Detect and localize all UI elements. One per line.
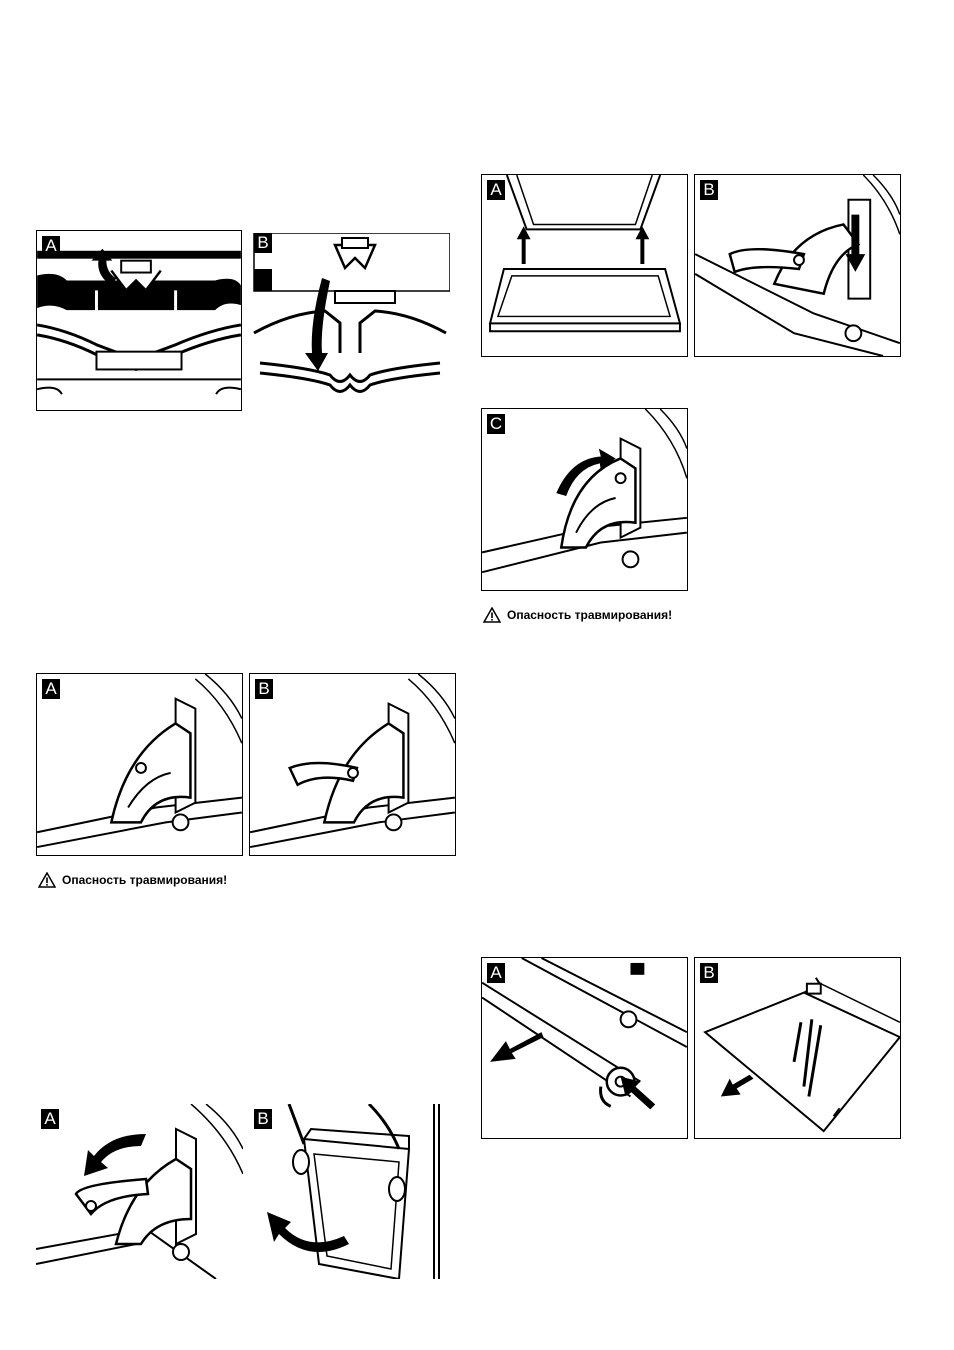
figure-label: A [487, 180, 505, 200]
figure-hinge-b: B [694, 174, 901, 357]
hinge-fold-illustration [36, 1104, 243, 1279]
figure-label: B [700, 180, 718, 200]
warning-triangle-icon [483, 607, 501, 623]
figure-hinge-open-a: A [36, 673, 243, 856]
hinge-position-illustration [37, 674, 242, 855]
hinge-lever-open-illustration [250, 674, 455, 855]
door-frame-illustration [482, 175, 687, 356]
glass-pane-illustration [695, 958, 900, 1138]
figure-label: A [42, 236, 60, 256]
figure-glass-a: A [481, 957, 688, 1139]
injury-warning-left: Опасность травмирования! [38, 872, 227, 888]
arrow-icon [490, 1032, 543, 1062]
figure-glass-b: B [694, 957, 901, 1139]
figure-hinge-a: A [481, 174, 688, 357]
figure-label: B [254, 1109, 272, 1129]
glass-screw-illustration [482, 958, 687, 1138]
figure-door-remove-b: B [249, 1104, 444, 1279]
figure-door-remove-a: A [36, 1104, 243, 1279]
figure-label: A [41, 1109, 59, 1129]
injury-warning-right: Опасность травмирования! [483, 607, 672, 623]
arrow-icon [621, 1077, 656, 1110]
door-lift-illustration [249, 1104, 444, 1279]
figure-label: A [42, 679, 60, 699]
warning-text: Опасность травмирования! [62, 873, 227, 887]
figure-label: A [487, 963, 505, 983]
warning-triangle-icon [38, 872, 56, 888]
rail-hook-illustration [250, 233, 450, 408]
figure-rail-b: B [250, 233, 450, 408]
arrow-icon [721, 1075, 754, 1097]
arrow-icon [635, 226, 649, 264]
arrow-icon [305, 278, 330, 371]
figure-rail-a: A [36, 230, 242, 411]
figure-hinge-open-b: B [249, 673, 456, 856]
arrow-icon [517, 226, 531, 264]
warning-text: Опасность травмирования! [507, 608, 672, 622]
rail-removal-illustration [37, 231, 241, 410]
arrow-icon [84, 1134, 146, 1176]
figure-label: B [700, 963, 718, 983]
hinge-lever-illustration [695, 175, 900, 356]
figure-label: B [254, 233, 272, 253]
figure-label: C [487, 414, 505, 434]
figure-label: B [255, 679, 273, 699]
figure-hinge-c: C [481, 408, 688, 591]
hinge-close-illustration [482, 409, 687, 590]
